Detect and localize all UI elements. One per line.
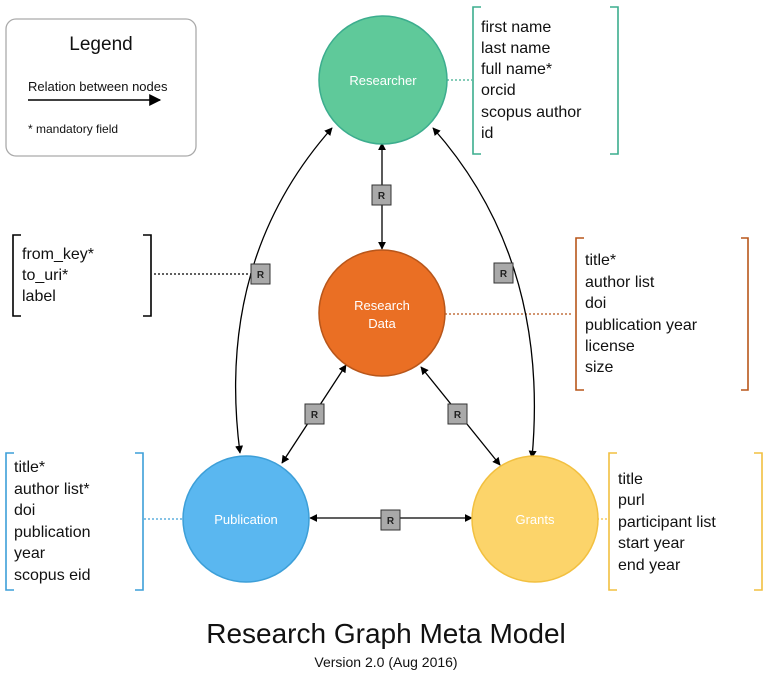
relation-fields: from_key* to_uri* label <box>22 246 94 305</box>
svg-text:author list*: author list* <box>14 481 90 498</box>
node-research-data: Research Data <box>318 249 446 377</box>
svg-text:R: R <box>257 270 265 281</box>
legend: Legend Relation between nodes * mandator… <box>5 18 197 157</box>
svg-text:participant list: participant list <box>618 514 716 531</box>
legend-box <box>5 18 197 157</box>
svg-text:author list: author list <box>585 274 655 291</box>
researcher-fields-bracket <box>472 6 619 155</box>
svg-text:Data: Data <box>368 316 396 331</box>
svg-text:to_uri*: to_uri* <box>22 267 68 284</box>
legend-relation-label: Relation between nodes <box>28 79 168 94</box>
relation-marker: R <box>447 403 468 425</box>
svg-text:end year: end year <box>618 557 681 574</box>
legend-title: Legend <box>69 34 132 55</box>
svg-text:R: R <box>378 191 386 202</box>
relation-fields-bracket <box>12 234 152 317</box>
relation-marker: R <box>380 509 401 531</box>
relation-marker: R <box>493 262 514 284</box>
researcher-fields: first name last name full name* orcid sc… <box>481 19 582 142</box>
relation-marker: R <box>371 184 392 206</box>
diagram-subtitle: Version 2.0 (Aug 2016) <box>314 654 457 670</box>
svg-text:purl: purl <box>618 492 645 509</box>
node-researcher: Researcher <box>318 15 448 145</box>
svg-text:Grants: Grants <box>515 512 555 527</box>
svg-text:Researcher: Researcher <box>349 73 417 88</box>
relation-researcher-grants <box>432 127 537 459</box>
node-grants: Grants <box>471 455 599 583</box>
svg-text:Research: Research <box>354 298 410 313</box>
diagram-title: Research Graph Meta Model <box>206 618 566 649</box>
svg-text:title*: title* <box>14 459 45 476</box>
svg-text:R: R <box>387 516 395 527</box>
svg-text:first name: first name <box>481 19 551 36</box>
svg-text:size: size <box>585 359 614 376</box>
relation-marker: R <box>304 403 325 425</box>
svg-text:year: year <box>14 545 46 562</box>
svg-text:R: R <box>500 269 508 280</box>
research-data-fields-bracket <box>575 237 749 391</box>
svg-text:doi: doi <box>14 502 35 519</box>
svg-text:full name*: full name* <box>481 61 552 78</box>
svg-text:scopus author: scopus author <box>481 104 582 121</box>
svg-text:from_key*: from_key* <box>22 246 94 263</box>
svg-text:start year: start year <box>618 535 685 552</box>
grants-fields: title purl participant list start year e… <box>618 471 716 574</box>
svg-text:label: label <box>22 288 56 305</box>
svg-text:orcid: orcid <box>481 82 516 99</box>
svg-text:doi: doi <box>585 295 606 312</box>
svg-text:id: id <box>481 125 493 142</box>
relation-marker: R <box>250 263 271 285</box>
publication-fields-bracket <box>5 452 144 591</box>
svg-text:scopus eid: scopus eid <box>14 567 91 584</box>
svg-text:Publication: Publication <box>214 512 278 527</box>
svg-text:publication year: publication year <box>585 317 698 334</box>
publication-fields: title* author list* doi publication year… <box>14 459 91 584</box>
svg-text:license: license <box>585 338 635 355</box>
svg-text:publication: publication <box>14 524 91 541</box>
research-data-fields: title* author list doi publication year … <box>585 252 698 376</box>
svg-text:title*: title* <box>585 252 616 269</box>
legend-mandatory-label: * mandatory field <box>28 122 118 136</box>
svg-text:title: title <box>618 471 643 488</box>
svg-text:R: R <box>454 410 462 421</box>
svg-text:last name: last name <box>481 40 550 57</box>
grants-fields-bracket <box>608 452 763 591</box>
node-publication: Publication <box>182 455 310 583</box>
svg-text:R: R <box>311 410 319 421</box>
